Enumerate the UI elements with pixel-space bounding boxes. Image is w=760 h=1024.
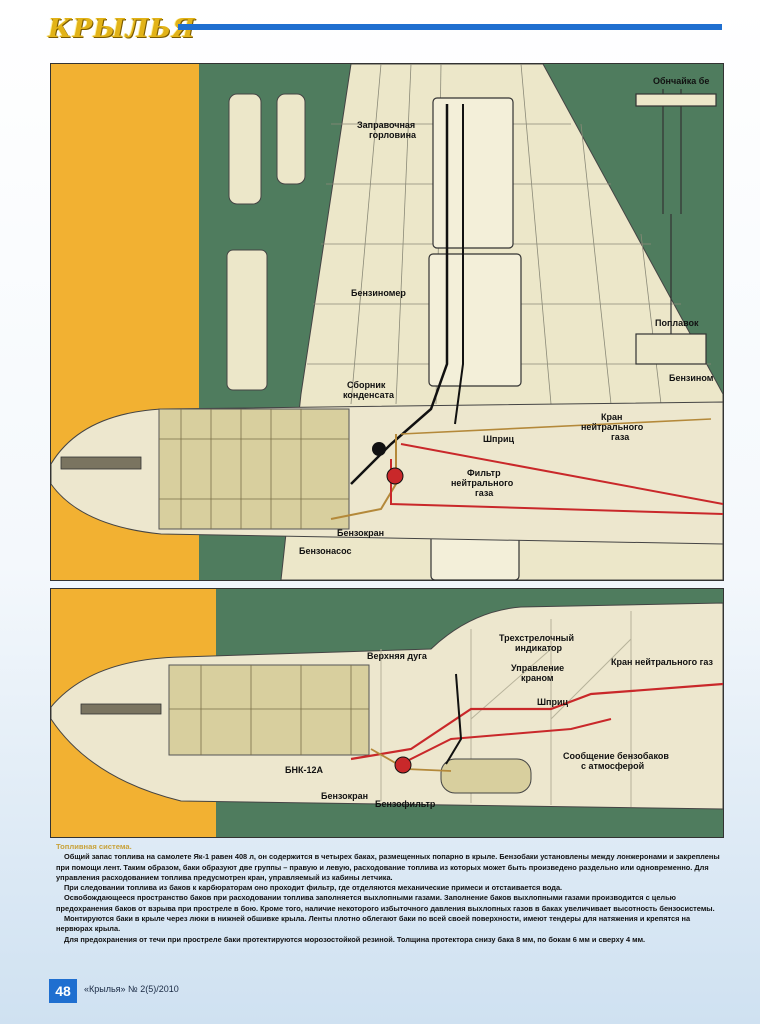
label-sbornik-1: Сборник (347, 380, 386, 390)
plan-diagram: Обнчайка бе Заправочная горловина Бензин… (51, 64, 723, 580)
label-shprits-side: Шприц (537, 697, 569, 707)
label-upr-2: краном (521, 673, 554, 683)
label-kran-ng-side: Кран нейтрального газ (611, 657, 713, 667)
side-diagram: Трехстрелочный индикатор Верхняя дуга Уп… (51, 589, 723, 837)
label-shprits-top: Шприц (483, 434, 515, 444)
label-obychayka: Обнчайка бе (653, 76, 709, 86)
label-upr-1: Управление (511, 663, 564, 673)
label-kran-ng-1: Кран (601, 412, 622, 422)
label-soob-2: с атмосферой (581, 761, 644, 771)
label-soob-1: Сообщение бензобаков (563, 751, 669, 761)
label-benzofiltr: Бензофильтр (375, 799, 436, 809)
label-sbornik-2: конденсата (343, 390, 395, 400)
label-trekh-1: Трехстрелочный (499, 633, 574, 643)
label-trekh-2: индикатор (515, 643, 563, 653)
label-poplavok: Поплавок (655, 318, 699, 328)
label-benzonasos: Бензонасос (299, 546, 352, 556)
label-verkhnyaya: Верхняя дуга (367, 651, 428, 661)
caption-paragraph: Для предохранения от течи при прострелe … (64, 934, 646, 944)
label-benzinom: Бензином (669, 373, 714, 383)
label-kran-ng-2: нейтрального (581, 422, 644, 432)
fuel-system-plan-figure: Обнчайка бе Заправочная горловина Бензин… (50, 63, 724, 581)
label-benzokran-side: Бензокран (321, 791, 368, 801)
caption-paragraph: Общий запас топлива на самолете Як-1 рав… (56, 852, 720, 882)
caption-paragraph: При следовании топлива из баков к карбюр… (64, 883, 563, 893)
header-rule (178, 24, 722, 30)
magazine-logo: КРЫЛЬЯ (48, 14, 195, 44)
issue-info: «Крылья» № 2(5)/2010 (84, 984, 179, 994)
label-benzokran-top: Бензокран (337, 528, 384, 538)
label-filtr-2: нейтрального (451, 478, 514, 488)
label-zapravochnaya-2: горловина (369, 130, 417, 140)
caption-title: Топливная система. (56, 842, 132, 851)
label-bnk: БНК-12А (285, 765, 323, 775)
label-filtr-1: Фильтр (467, 468, 501, 478)
logo-text: КРЫЛЬЯ (48, 14, 196, 44)
label-benzinomer: Бензиномер (351, 288, 406, 298)
page-number: 48 (49, 979, 77, 1003)
caption-paragraph: Освобождающееся пространство баков при р… (56, 893, 715, 913)
caption-paragraph: Монтируются баки в крыле через люки в ни… (56, 914, 691, 934)
label-kran-ng-3: газа (611, 432, 630, 442)
figure-caption: Топливная система. Общий запас топлива н… (56, 842, 722, 945)
label-zapravochnaya-1: Заправочная (357, 120, 415, 130)
fuel-system-side-figure: Трехстрелочный индикатор Верхняя дуга Уп… (50, 588, 724, 838)
label-filtr-3: газа (475, 488, 494, 498)
